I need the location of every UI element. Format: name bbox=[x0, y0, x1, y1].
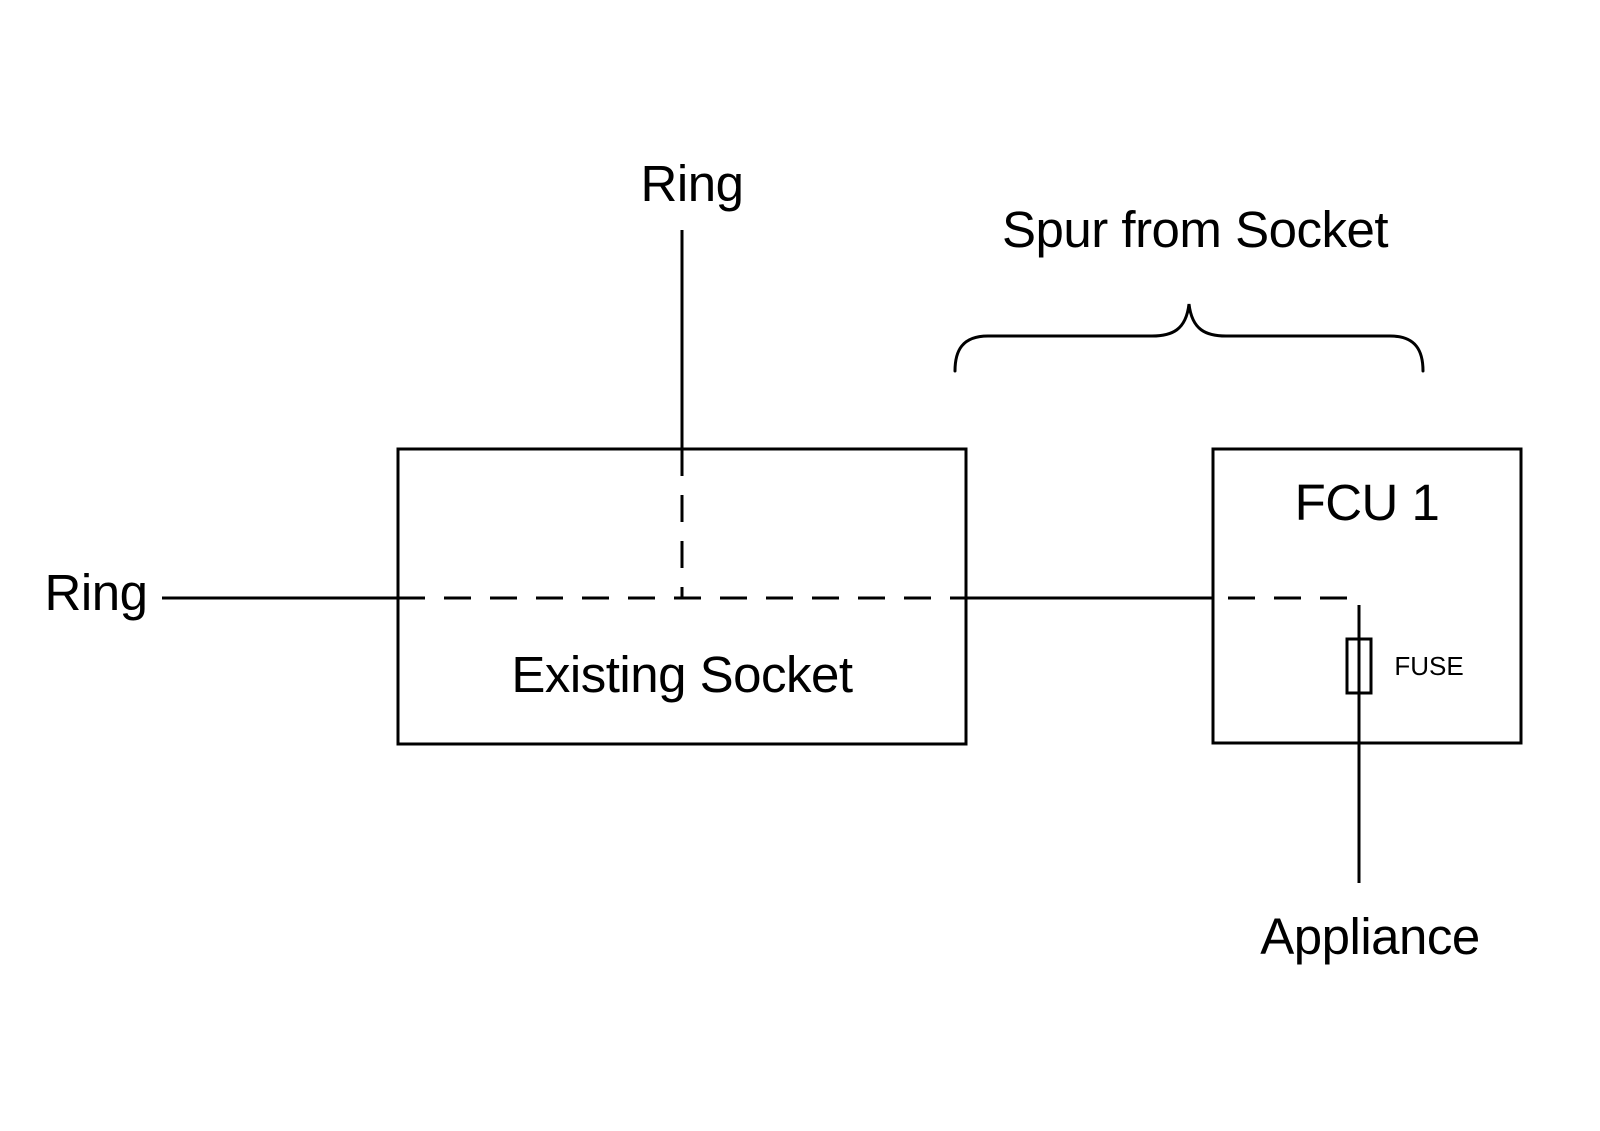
fuse-label: FUSE bbox=[1394, 651, 1464, 681]
spur-from-socket-label: Spur from Socket bbox=[1002, 201, 1388, 258]
ring-left-label: Ring bbox=[44, 564, 148, 621]
spur-brace bbox=[953, 303, 1425, 373]
existing-socket-box bbox=[396, 447, 968, 746]
fcu-label: FCU 1 bbox=[1294, 474, 1440, 531]
ring-top-label: Ring bbox=[640, 155, 744, 212]
appliance-label: Appliance bbox=[1260, 908, 1480, 965]
fcu-box bbox=[1211, 447, 1523, 745]
fcu-internal-wire bbox=[1213, 596, 1361, 632]
existing-socket-label: Existing Socket bbox=[511, 646, 853, 703]
fuse-symbol bbox=[1345, 637, 1373, 695]
